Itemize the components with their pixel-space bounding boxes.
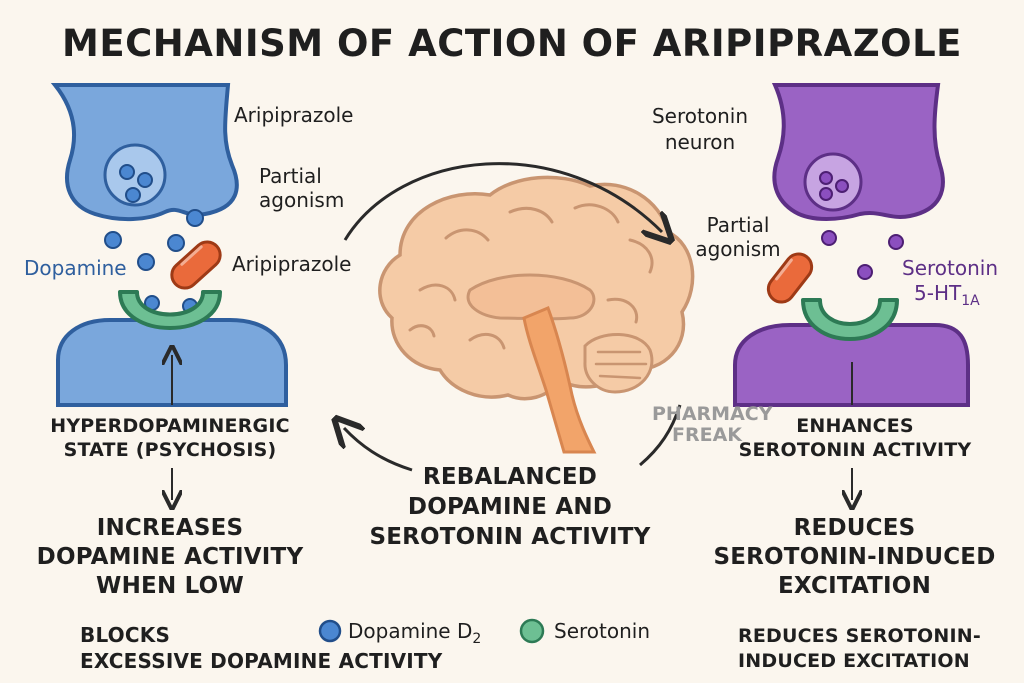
receptor-line2: 5-HT1A xyxy=(902,281,998,314)
reduces-line2: SEROTONIN-INDUCED xyxy=(713,544,996,570)
arrow-curve-left xyxy=(344,428,413,472)
vesicle-serotonin-dots xyxy=(819,171,849,201)
label-partial-left-2: agonism xyxy=(259,188,345,212)
rebalanced-line1: REBALANCED xyxy=(422,464,598,490)
label-dopamine: Dopamine xyxy=(24,256,127,280)
d2-receptor xyxy=(118,290,222,330)
increases-line2: DOPAMINE ACTIVITY xyxy=(36,544,304,570)
legend-dopamine-label: Dopamine D2 xyxy=(348,619,481,647)
page-title: MECHANISM OF ACTION OF ARIPIPRAZOLE xyxy=(62,22,962,65)
state-line1: HYPERDOPAMINERGIC xyxy=(50,415,290,437)
reduces2-line1: REDUCES SEROTONIN- xyxy=(738,625,981,647)
reduces-serotonin: REDUCES SEROTONIN-INDUCED EXCITATION xyxy=(712,514,997,601)
partial-right-1: Partial xyxy=(706,213,770,237)
blocks-line2: EXCESSIVE DOPAMINE ACTIVITY xyxy=(80,649,443,673)
rebalanced-line3: SEROTONIN ACTIVITY xyxy=(369,524,651,550)
enhances-line2: SEROTONIN ACTIVITY xyxy=(738,439,972,461)
enhances-line1: ENHANCES xyxy=(796,415,914,437)
increases-line3: WHEN LOW xyxy=(96,573,244,599)
blocks-line1: BLOCKS xyxy=(80,623,171,647)
increases-line1: INCREASES xyxy=(96,515,244,541)
label-aripiprazole-top: Aripiprazole xyxy=(234,103,354,127)
5ht1a-receptor xyxy=(801,298,899,341)
rebalanced-activity: REBALANCED DOPAMINE AND SEROTONIN ACTIVI… xyxy=(360,462,660,552)
serotonin-presynaptic-terminal xyxy=(771,83,945,221)
legend-serotonin-label: Serotonin xyxy=(554,619,651,643)
receptor-subtype: 1A xyxy=(961,293,980,309)
legend-dopamine-text: Dopamine D xyxy=(348,619,473,643)
enhances-serotonin: ENHANCES SEROTONIN ACTIVITY xyxy=(730,414,980,462)
arrow-curve-right xyxy=(639,404,682,467)
receptor-5ht: 5-HT xyxy=(914,281,962,305)
reduces2-line2: INDUCED EXCITATION xyxy=(738,650,970,672)
dopamine-presynaptic-terminal xyxy=(50,83,239,222)
synaptic-dopamine-dots xyxy=(104,209,204,314)
synaptic-serotonin-dots xyxy=(821,230,904,280)
increases-dopamine: INCREASES DOPAMINE ACTIVITY WHEN LOW xyxy=(20,514,320,601)
watermark-line1: PHARMACY xyxy=(652,403,773,425)
hyperdopaminergic-state: HYPERDOPAMINERGIC STATE (PSYCHOSIS) xyxy=(20,414,320,462)
partial-right-2: agonism xyxy=(695,237,781,261)
neuron-line2: neuron xyxy=(664,130,736,154)
arrow-curve-top xyxy=(343,162,662,240)
label-partial-right: Partial agonism xyxy=(688,213,788,261)
aripiprazole-pill-right xyxy=(766,252,814,304)
rebalanced-line2: DOPAMINE AND xyxy=(407,494,613,520)
blocks-dopamine: BLOCKS EXCESSIVE DOPAMINE ACTIVITY xyxy=(80,622,442,674)
vesicle-dopamine-dots xyxy=(119,164,153,203)
neuron-line1: Serotonin xyxy=(651,104,748,128)
state-line2: STATE (PSYCHOSIS) xyxy=(63,439,277,461)
label-serotonin-receptor: Serotonin 5-HT1A xyxy=(902,256,998,314)
receptor-line1: Serotonin xyxy=(902,256,999,280)
watermark: PHARMACY FREAK xyxy=(652,404,772,446)
legend-dopamine-dot xyxy=(318,619,342,643)
reduces-line1: REDUCES xyxy=(793,515,916,541)
reduces-serotonin-bottom: REDUCES SEROTONIN- INDUCED EXCITATION xyxy=(738,624,981,674)
label-serotonin-neuron: Serotonin neuron xyxy=(640,103,760,155)
aripiprazole-pill-left xyxy=(170,240,222,290)
legend-dopamine-sub: 2 xyxy=(472,631,482,647)
reduces-line3: EXCITATION xyxy=(777,573,932,599)
label-aripiprazole-pill: Aripiprazole xyxy=(232,252,352,276)
label-partial-left-1: Partial xyxy=(259,164,322,188)
brain-illustration xyxy=(378,175,695,454)
watermark-line2: FREAK xyxy=(672,424,743,446)
legend-serotonin-dot xyxy=(519,618,545,644)
